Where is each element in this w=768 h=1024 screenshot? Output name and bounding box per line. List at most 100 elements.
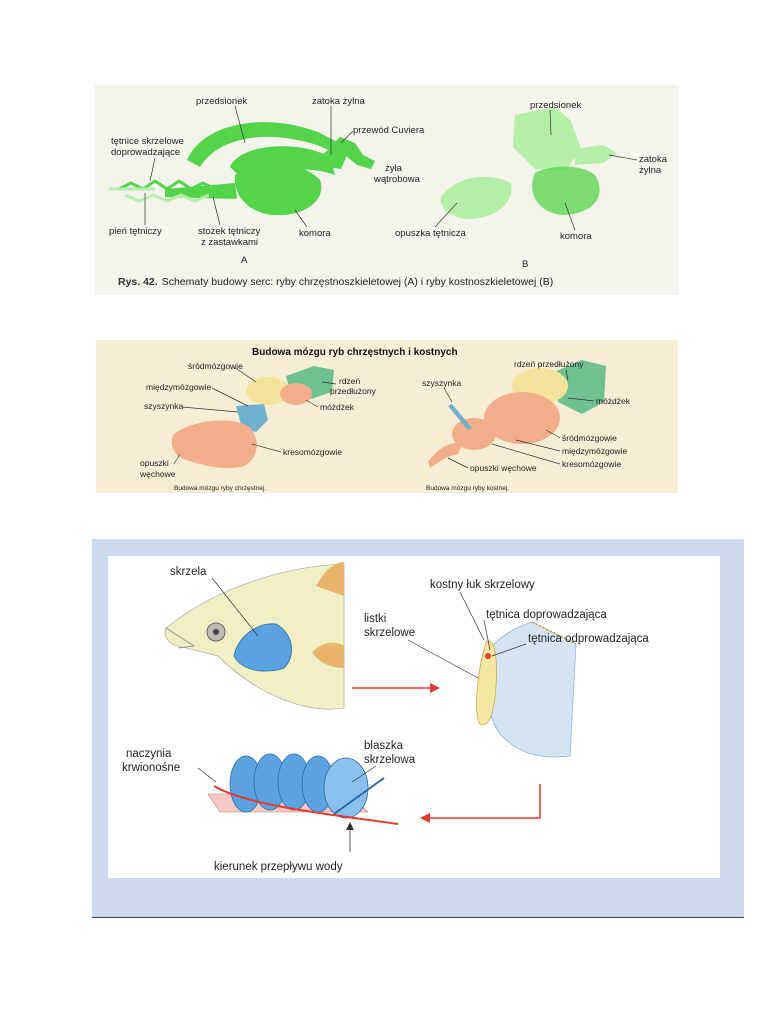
heart-b-atrium xyxy=(513,107,581,171)
label-kostny-luk: kostny łuk skrzelowy xyxy=(430,579,535,591)
label-stozek-line2: z zastawkami xyxy=(201,237,258,248)
label-kierunek-przeplywu: kierunek przepływu wody xyxy=(214,861,343,873)
left-telencephalon xyxy=(171,420,257,469)
label-przewod-cuviera: przewód Cuviera xyxy=(353,125,425,136)
left-label-opuszki-line2: węchowe xyxy=(139,469,176,479)
left-label-opuszki-line1: opuszki xyxy=(140,458,169,468)
brain-left-drawing xyxy=(171,366,334,469)
left-leader-opuszki xyxy=(173,453,181,465)
arrow-head-to-arch-tip xyxy=(430,683,440,693)
leader-przewod-cuviera xyxy=(340,130,354,144)
lamella-disc-5 xyxy=(323,757,369,819)
right-label-kresomozgowie: kresomózgowie xyxy=(562,459,621,469)
leader-komora-b xyxy=(564,202,576,231)
label-zatoka-b-line2: żylna xyxy=(639,165,662,176)
label-opuszka-tetnicza: opuszka tętnicza xyxy=(395,228,466,239)
afferent-artery-dot xyxy=(485,653,491,659)
gill-arch-edge xyxy=(531,621,577,645)
brain-title: Budowa mózgu ryb chrzęstnych i kostnych xyxy=(252,347,458,358)
label-tetnice-line1: tętnice skrzelowe xyxy=(111,136,184,147)
gill-arch-drawing xyxy=(476,621,577,758)
gill-lamella-drawing xyxy=(207,753,399,825)
label-stozek-line1: stożek tętniczy xyxy=(198,226,261,237)
left-label-srodmozgowie: śródmózgowie xyxy=(188,361,243,371)
heart-a-gill-arteries xyxy=(118,179,216,191)
right-leader-szyszynka xyxy=(443,387,453,403)
leader-kostny-luk xyxy=(459,591,485,641)
leader-zatoka-b xyxy=(608,154,638,161)
right-leader-srodmozgowie xyxy=(545,429,561,439)
right-leader-rdzen xyxy=(565,369,569,381)
blood-vessel-red xyxy=(213,785,399,825)
heart-diagram-panel: przedsionek zatoka żylna przewód Cuviera… xyxy=(95,85,679,295)
fish-pupil xyxy=(213,629,219,635)
leader-tetnica-odpr xyxy=(491,643,527,657)
heart-a-drawing xyxy=(109,122,375,216)
bottom-rule xyxy=(92,917,744,918)
brain-diagram-panel: Budowa mózgu ryb chrzęstnych i kostnych … xyxy=(96,340,678,493)
label-zyla-line2: wątrobowa xyxy=(373,174,421,185)
gills-diagram: skrzela kostny łuk skrzelowy tętnica dop… xyxy=(122,562,649,873)
label-zatoka-b-line1: zatoka xyxy=(639,154,668,165)
left-leader-kresomozgowie xyxy=(251,443,282,453)
label-naczynia-line2: krwionośne xyxy=(122,762,180,774)
label-skrzela: skrzela xyxy=(170,566,207,578)
brain-diagram: Budowa mózgu ryb chrzęstnych i kostnych … xyxy=(139,347,631,492)
heart-caption-bold: Rys. 42. xyxy=(118,276,158,288)
right-telencephalon xyxy=(452,418,496,450)
leader-skrzela xyxy=(211,577,259,637)
right-caption: Budowa mózgu ryby kostnej. xyxy=(426,485,509,492)
left-leader-mozdzek xyxy=(305,399,319,408)
heart-b-ventricle xyxy=(532,166,600,215)
leader-tetnice xyxy=(149,157,156,182)
leader-przedsionek-a xyxy=(234,105,246,144)
right-label-szyszynka: szyszynka xyxy=(422,378,461,388)
left-label-miedzymozgowie: międzymózgowie xyxy=(146,382,211,392)
heart-a-atrium-arch xyxy=(187,122,347,167)
leader-naczynia xyxy=(197,767,217,783)
heart-a-ventricle xyxy=(234,163,322,216)
right-label-rdzen-przedluzony: rdzeń przedłużony xyxy=(514,359,584,369)
right-leader-opuszki xyxy=(447,457,469,469)
leader-przedsionek-b xyxy=(549,109,552,136)
left-caption: Budowa mózgu ryby chrzęstnej. xyxy=(174,485,266,492)
leader-tetnica-dopr xyxy=(483,619,491,651)
heart-b-sinus xyxy=(575,145,617,165)
heart-b-drawing xyxy=(440,107,617,219)
label-zatoka-zylna-a: zatoka żylna xyxy=(312,96,366,107)
label-tetnica-odprowadzajaca: tętnica odprowadzająca xyxy=(528,633,649,645)
left-cerebellum xyxy=(280,383,312,405)
label-komora-a: komora xyxy=(299,228,331,239)
heart-diagram: przedsionek zatoka żylna przewód Cuviera… xyxy=(109,96,668,288)
label-przedsionek-b: przedsionek xyxy=(530,100,581,111)
label-zyla-line1: żyła xyxy=(385,163,403,174)
heart-caption: Rys. 42. Schematy budowy serc: ryby chrzę… xyxy=(118,276,553,288)
left-label-rdzen-line2: przedłużony xyxy=(330,386,377,396)
right-label-miedzymozgowie: międzymózgowie xyxy=(562,446,627,456)
label-blaszka-line1: blaszka xyxy=(364,740,404,752)
label-blaszka-line2: skrzelowa xyxy=(364,754,416,766)
fish-gills xyxy=(233,623,292,672)
left-leader-szyszynka xyxy=(181,406,239,413)
label-komora-b: komora xyxy=(560,231,592,242)
left-label-mozdzek: móżdżek xyxy=(320,402,355,412)
label-pien-tetniczy: pień tętniczy xyxy=(109,226,162,237)
left-leader-srodmozgowie xyxy=(233,366,257,383)
brain-right-drawing xyxy=(428,360,606,468)
right-olfactory xyxy=(428,442,462,468)
label-naczynia-line1: naczynia xyxy=(126,748,172,760)
right-cerebellum xyxy=(484,392,560,444)
heart-b-bulb xyxy=(440,176,512,219)
arrow-water-flow-tip xyxy=(346,822,354,830)
leader-blaszka xyxy=(351,765,377,783)
label-letter-b: B xyxy=(522,259,528,270)
arrow-arch-to-lamella-tip xyxy=(420,813,430,823)
flow-arrows xyxy=(346,683,541,852)
left-leader-rdzen xyxy=(321,381,337,385)
blood-vessel-blue xyxy=(333,777,385,815)
label-przedsionek-a: przedsionek xyxy=(196,96,247,107)
left-leader-miedzymozgowie xyxy=(211,387,249,407)
heart-caption-text: Schematy budowy serc: ryby chrzęstnoszki… xyxy=(162,276,554,288)
right-leader-miedzymozgowie xyxy=(515,439,561,452)
left-label-kresomozgowie: kresomózgowie xyxy=(283,447,342,457)
